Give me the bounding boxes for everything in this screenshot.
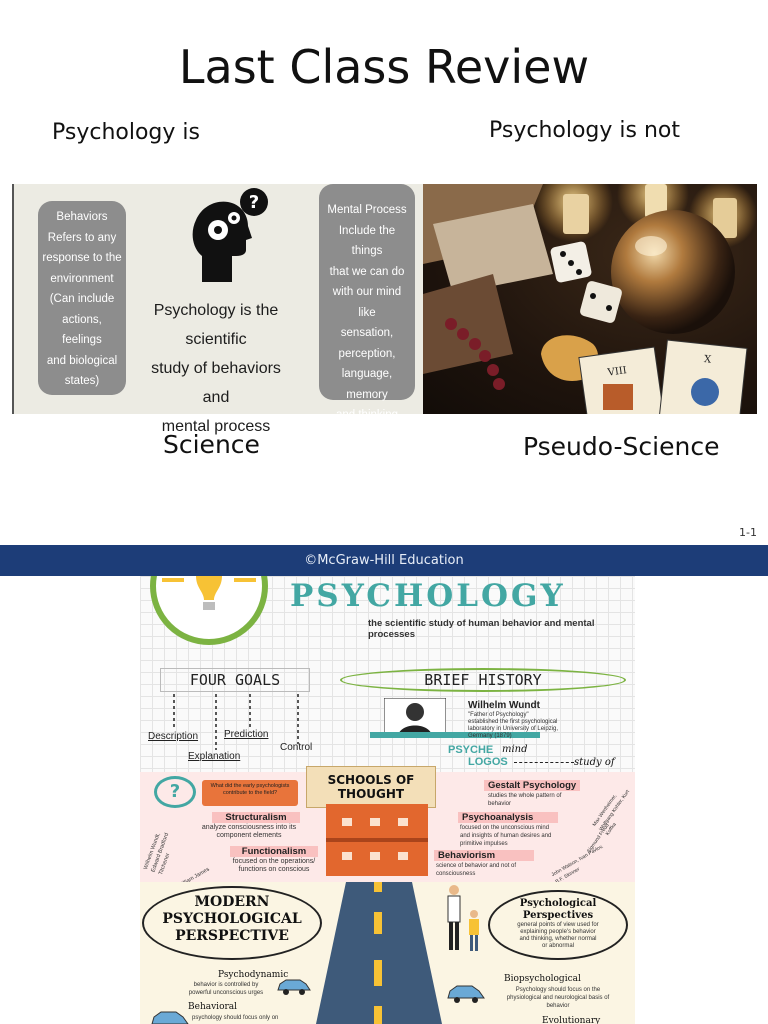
behavioral-label: Behavioral [188, 1002, 238, 1012]
perspectives-heading: Psychological Perspectives [519, 898, 597, 921]
slide-title: Last Class Review [178, 40, 590, 94]
psychodynamic-label: Psychodynamic [218, 970, 289, 980]
question-text: What did the early psychologists contrib… [202, 780, 298, 806]
psychoanalysis-description: focused on the unconscious mind and insi… [460, 825, 552, 847]
wundt-description: "Father of Psychology" established the f… [468, 712, 559, 739]
gestalt-label: Gestalt Psychology [484, 780, 580, 791]
psychology-definition: Psychology is the scientific study of be… [151, 302, 281, 435]
behaviorism-description: science of behavior and not of conscious… [436, 863, 517, 877]
mental-process-bubble: Mental Process Include the things that w… [319, 184, 415, 421]
psyche-word: PSYCHE [448, 744, 494, 756]
logos-word: LOGOS [468, 756, 508, 768]
car-icon [151, 1011, 189, 1024]
tarot-numeral-x: X [703, 354, 712, 366]
modern-perspective-heading: MODERN PSYCHOLOGICAL PERSPECTIVE [142, 886, 322, 960]
svg-text:?: ? [249, 192, 259, 213]
structuralism-label: Structuralism [212, 812, 300, 823]
behaviors-bubble: Behaviors Refers to any response to the … [38, 201, 126, 395]
psychology-is-heading: Psychology is [52, 120, 200, 145]
school-building-icon [326, 804, 428, 876]
goal-prediction: Prediction [224, 729, 269, 740]
footer-bar: ©McGraw-Hill Education [0, 545, 768, 576]
car-icon [447, 985, 485, 1003]
pseudo-science-photo: VIII X [423, 184, 757, 414]
psychoanalysis-label: Psychoanalysis [458, 812, 558, 823]
road-illustration [316, 882, 442, 1024]
psyche-meaning: mind [502, 744, 528, 755]
infographic-subtitle: the scientific study of human behavior a… [368, 618, 595, 640]
logos-meaning: study of [574, 757, 615, 768]
psychology-definition-panel: Behaviors Refers to any response to the … [12, 184, 423, 435]
science-caption: Science [163, 430, 260, 459]
question-icon: ? [154, 776, 196, 808]
wundt-portrait [384, 698, 446, 736]
brief-history-heading: BRIEF HISTORY [340, 668, 626, 692]
perspectives-description: general points of view used for explaini… [517, 922, 599, 949]
goal-control: Control [280, 742, 313, 753]
biopsychological-description: Psychology should focus on the physiolog… [506, 987, 610, 1009]
evolutionary-label: Evolutionary [542, 1016, 601, 1024]
functionalism-label: Functionalism [230, 846, 318, 857]
slide-number: 1-1 [739, 526, 757, 539]
structuralism-description: analyze consciousness into its component… [201, 824, 297, 839]
psychology-infographic: PSYCHOLOGY the scientific study of human… [140, 576, 635, 1024]
lightbulb-icon [150, 576, 268, 645]
psychodynamic-description: behavior is controlled by powerful uncon… [188, 982, 264, 996]
history-underline [370, 732, 540, 738]
functionalism-description: focused on the operations/ functions on … [232, 858, 316, 873]
behavioral-description: psychology should focus only on [192, 1015, 279, 1021]
goals-connector-lines [173, 694, 299, 750]
head-gears-question-icon: ? [192, 188, 268, 282]
gestalt-description: studies the whole pattern of behavior [488, 793, 562, 807]
footer-copyright: ©McGraw-Hill Education [304, 553, 464, 568]
goal-explanation: Explanation [188, 751, 241, 762]
schools-of-thought-banner: SCHOOLS OF THOUGHT [306, 766, 436, 808]
wundt-name: Wilhelm Wundt [468, 700, 540, 711]
goal-description: Description [148, 731, 199, 742]
infographic-title: PSYCHOLOGY [290, 578, 566, 614]
four-goals-heading: FOUR GOALS [160, 668, 310, 692]
pseudo-science-caption: Pseudo-Science [523, 432, 720, 461]
tarot-numeral-viii: VIII [606, 365, 627, 379]
behaviorism-label: Behaviorism [434, 850, 534, 861]
psychology-is-not-heading: Psychology is not [489, 118, 681, 143]
biopsychological-label: Biopsychological [504, 974, 581, 984]
psychological-perspectives-box: Psychological Perspectives general point… [488, 890, 628, 960]
people-icon [447, 885, 479, 951]
car-icon [277, 979, 311, 995]
crystal-ball-dice-tarot-image: VIII X [423, 184, 757, 414]
